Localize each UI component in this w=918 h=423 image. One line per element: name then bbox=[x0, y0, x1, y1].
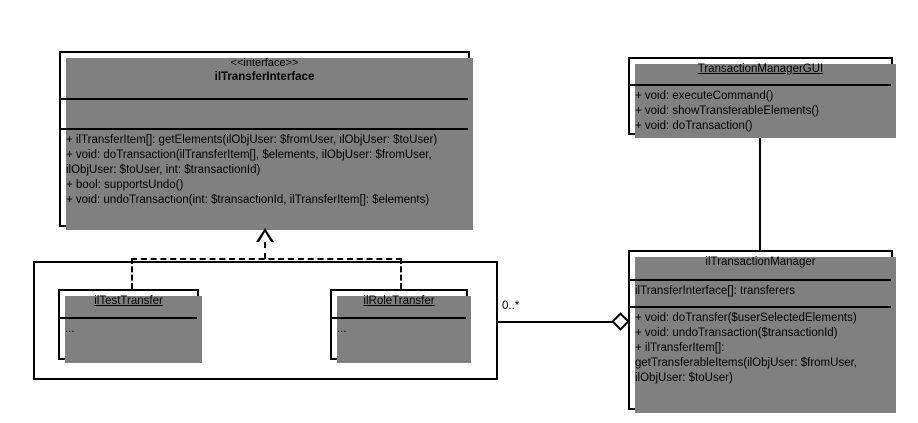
class-name-label: TransactionManagerGUI bbox=[697, 63, 824, 75]
class-name-label: ilTransactionManager bbox=[705, 256, 816, 268]
class-name-label: ilTestTransfer bbox=[94, 295, 163, 307]
operations-compartment: + ilTransferItem[]: getElements(ilObjUse… bbox=[61, 128, 468, 225]
class-name-label: ilRoleTransfer bbox=[363, 295, 435, 307]
operations-compartment: + void: doTransfer($userSelectedElements… bbox=[630, 306, 891, 412]
body-compartment: ... bbox=[60, 317, 197, 362]
realization-drop-role-transfer-dashed bbox=[400, 258, 402, 289]
aggregation-multiplicity-label: 0..* bbox=[502, 300, 520, 312]
class-name-label: ilTransferInterface bbox=[214, 71, 315, 83]
stereotype-label: <<interface>> bbox=[230, 57, 299, 69]
class-box-il-transfer-interface[interactable]: <<interface>> ilTransferInterface + ilTr… bbox=[59, 51, 473, 230]
body-compartment: ... bbox=[332, 317, 466, 362]
realization-crossbar-dashed bbox=[131, 258, 402, 260]
attributes-text: ilTransferInterface[]: transferers bbox=[635, 285, 795, 297]
class-name-compartment: ilTestTransfer bbox=[60, 291, 197, 317]
class-name-compartment: ilRoleTransfer bbox=[332, 291, 466, 317]
realization-drop-test-transfer-dashed bbox=[131, 258, 133, 289]
implementations-group-frame bbox=[33, 261, 498, 380]
operations-text: + void: executeCommand() + void: showTra… bbox=[635, 90, 819, 132]
realization-stem-dashed bbox=[264, 242, 266, 259]
class-box-il-role-transfer[interactable]: ilRoleTransfer ... bbox=[330, 289, 471, 363]
attributes-compartment bbox=[61, 98, 468, 128]
class-box-transaction-manager-gui[interactable]: TransactionManagerGUI + void: executeCom… bbox=[628, 57, 896, 138]
body-text: ... bbox=[337, 323, 347, 335]
class-name-compartment: ilTransactionManager bbox=[630, 252, 891, 279]
class-box-il-transaction-manager[interactable]: ilTransactionManager ilTransferInterface… bbox=[628, 250, 896, 413]
class-name-compartment: TransactionManagerGUI bbox=[630, 59, 891, 84]
operations-text: + void: doTransfer($userSelectedElements… bbox=[635, 312, 857, 384]
operations-text: + ilTransferItem[]: getElements(ilObjUse… bbox=[66, 134, 438, 206]
class-box-il-test-transfer[interactable]: ilTestTransfer ... bbox=[58, 289, 202, 363]
aggregation-line bbox=[498, 321, 615, 323]
operations-compartment: + void: executeCommand() + void: showTra… bbox=[630, 84, 891, 137]
aggregation-diamond-icon bbox=[611, 312, 630, 331]
association-gui-to-manager-line bbox=[759, 135, 761, 250]
class-name-compartment: <<interface>> ilTransferInterface bbox=[61, 53, 468, 98]
attributes-compartment: ilTransferInterface[]: transferers bbox=[630, 279, 891, 306]
body-text: ... bbox=[65, 323, 75, 335]
